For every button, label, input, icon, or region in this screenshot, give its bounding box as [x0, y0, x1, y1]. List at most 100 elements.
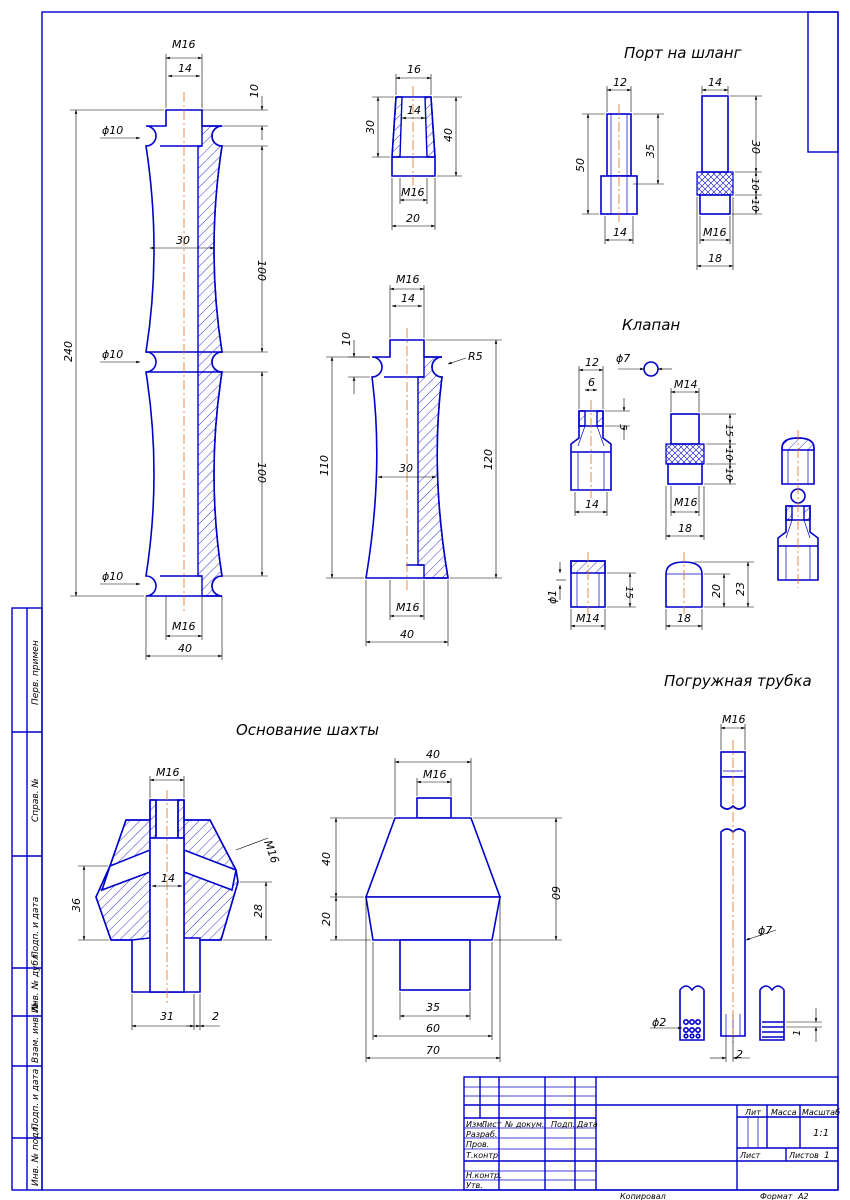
- dim-shaft-w-mid: 30: [176, 234, 190, 247]
- dim-port-b-thread: M16: [703, 226, 727, 239]
- tb-scale-value: 1:1: [813, 1128, 829, 1139]
- frame-label-podp-data-2: Подп. и дата: [31, 1069, 41, 1130]
- tb-listov-value: 1: [824, 1151, 830, 1161]
- dim-valve-d-width: 18: [677, 612, 691, 625]
- dim-base-b-top: 40: [426, 748, 440, 761]
- dim-shaft-top-w: 14: [178, 62, 192, 75]
- valve-a-part: 12 6 5 14: [570, 356, 630, 516]
- dim-port-b-h-upper: 30: [749, 140, 762, 154]
- dim-valve-c-hole: ϕ1: [546, 590, 559, 604]
- dim-valve-b-thread: M14: [674, 378, 698, 391]
- dim-support-top-h: 10: [340, 332, 353, 346]
- dim-support-w-mid: 30: [399, 462, 413, 475]
- dim-valve-d-h-in: 20: [710, 584, 723, 598]
- dim-base-a-h-right: 28: [252, 904, 265, 918]
- tb-razrab: Разраб.: [466, 1130, 497, 1139]
- dim-valve-ball-d: ϕ7: [616, 352, 630, 365]
- dim-port-a-bottom: 14: [613, 226, 627, 239]
- dim-base-b-w-mid: 60: [426, 1022, 440, 1035]
- dim-valve-d-h-out: 23: [734, 582, 747, 596]
- dim-sleeve-inner: 14: [407, 104, 421, 117]
- tb-tkontr: Т.контр.: [466, 1151, 501, 1160]
- dim-base-a-bore: 14: [161, 872, 175, 885]
- title-base: Основание шахты: [236, 721, 379, 739]
- dim-valve-b-h3: 10: [723, 468, 734, 481]
- dim-base-b-h-cone: 40: [320, 852, 333, 866]
- sheet-frame: Перв. примен Справ. № Подп. и дата Инв. …: [11, 11, 839, 1191]
- base-b-part: 40 M16 40 20 60 35 60 70: [320, 748, 562, 1062]
- dim-sleeve-top: 16: [407, 63, 421, 76]
- dim-shaft-thread-top: M16: [172, 38, 196, 51]
- frame-label-sprav: Справ. №: [31, 778, 41, 822]
- dim-base-a-w-bottom: 31: [160, 1010, 174, 1023]
- dim-support-h-right: 120: [482, 449, 495, 470]
- dim-valve-b-h2: 10: [723, 448, 734, 461]
- tb-list: Лист: [480, 1120, 502, 1129]
- shaft-part: M16 14 10 ϕ10 240 30 100 ϕ10 100 ϕ10 M16…: [62, 38, 268, 660]
- tb-list-label: Лист: [739, 1151, 761, 1160]
- dim-sleeve-thread: M16: [401, 186, 425, 199]
- dim-shaft-thread-bot: M16: [172, 620, 196, 633]
- title-port: Порт на шланг: [624, 44, 742, 62]
- tb-utv: Утв.: [466, 1181, 483, 1190]
- dim-tube-d-holes: ϕ2: [652, 1016, 666, 1029]
- dim-base-a-thread: M16: [156, 766, 180, 779]
- tb-masshtab: Масштаб: [802, 1108, 840, 1117]
- dim-shaft-width: 40: [178, 642, 192, 655]
- dim-shaft-top-h: 10: [248, 84, 261, 98]
- dim-support-thread-bot: M16: [396, 601, 420, 614]
- dim-base-b-w-total: 70: [426, 1044, 440, 1057]
- tb-data: Дата: [576, 1120, 598, 1129]
- tb-nkontr: Н.контр.: [466, 1171, 502, 1180]
- dim-tube-slot: 2: [736, 1048, 743, 1061]
- footer-kopiroval: Копировал: [620, 1192, 666, 1200]
- dim-base-b-w-foot: 35: [426, 1001, 440, 1014]
- dim-base-a-h-left: 36: [70, 898, 83, 912]
- valve-ball: ϕ7: [616, 352, 672, 377]
- dim-base-a-thread-side: M16: [261, 839, 281, 866]
- dim-shaft-r-bot: ϕ10: [102, 570, 123, 583]
- dim-valve-b-thread-bot: M16: [674, 496, 698, 509]
- dim-tube-d: ϕ7: [758, 924, 772, 937]
- dim-base-b-thread: M16: [423, 768, 447, 781]
- dim-sleeve-h-out: 40: [442, 128, 455, 142]
- valve-assembly: [777, 430, 819, 588]
- frame-label-vzam-inv: Взам. инв. №: [31, 1002, 41, 1063]
- dim-base-b-h-total: 60: [549, 886, 562, 900]
- dim-port-a-h-total: 50: [574, 158, 587, 172]
- dim-port-b-top: 14: [708, 76, 722, 89]
- tb-lit: Лит: [744, 1108, 761, 1117]
- footer-format: Формат: [760, 1192, 793, 1200]
- dim-valve-b-h1: 15: [723, 424, 734, 437]
- immersion-tube: M16 ϕ7 ϕ2 2 1: [650, 713, 822, 1062]
- dim-port-a-top: 12: [613, 76, 627, 89]
- tb-podp: Подп.: [551, 1120, 575, 1129]
- title-valve: Клапан: [622, 316, 680, 334]
- tb-massa: Масса: [771, 1108, 797, 1117]
- dim-sleeve-h-in: 30: [364, 120, 377, 134]
- frame-label-inv-podl: Инв. № подл.: [31, 1124, 41, 1186]
- dim-port-b-h-low: 10: [749, 199, 760, 212]
- tb-listov-label: Листов: [788, 1151, 819, 1160]
- dim-valve-a-h-top: 5: [617, 424, 628, 430]
- valve-b-part: M14 15 10 10 M16 18: [665, 378, 736, 540]
- support-part: M16 14 10 R5 110 30 120 M16 40: [318, 273, 502, 646]
- dim-sleeve-bottom: 20: [406, 212, 420, 225]
- frame-label-inv-dubl: Инв. № дубл.: [31, 951, 41, 1013]
- port-b-part: 14 30 10 10 M16 18: [696, 76, 762, 270]
- sleeve-part: 16 14 30 40 M16 20: [364, 63, 462, 230]
- dim-valve-a-inner: 6: [588, 376, 595, 389]
- dim-support-top-w: 14: [401, 292, 415, 305]
- dim-port-b-h-mid: 10: [749, 178, 760, 191]
- base-a-part: M16 14 36 M16 28 31 2: [70, 766, 281, 1030]
- dim-support-thread: M16: [396, 273, 420, 286]
- footer-format-value: A2: [797, 1192, 809, 1200]
- dim-valve-a-outer: 12: [585, 356, 599, 369]
- dim-shaft-seg1: 100: [255, 260, 268, 281]
- tb-prov: Пров.: [466, 1140, 489, 1149]
- dim-valve-c-h: 15: [623, 586, 634, 599]
- dim-port-b-width: 18: [708, 252, 722, 265]
- valve-c-part: ϕ1 15 M14: [546, 552, 636, 630]
- dim-base-b-h-base: 20: [320, 912, 333, 926]
